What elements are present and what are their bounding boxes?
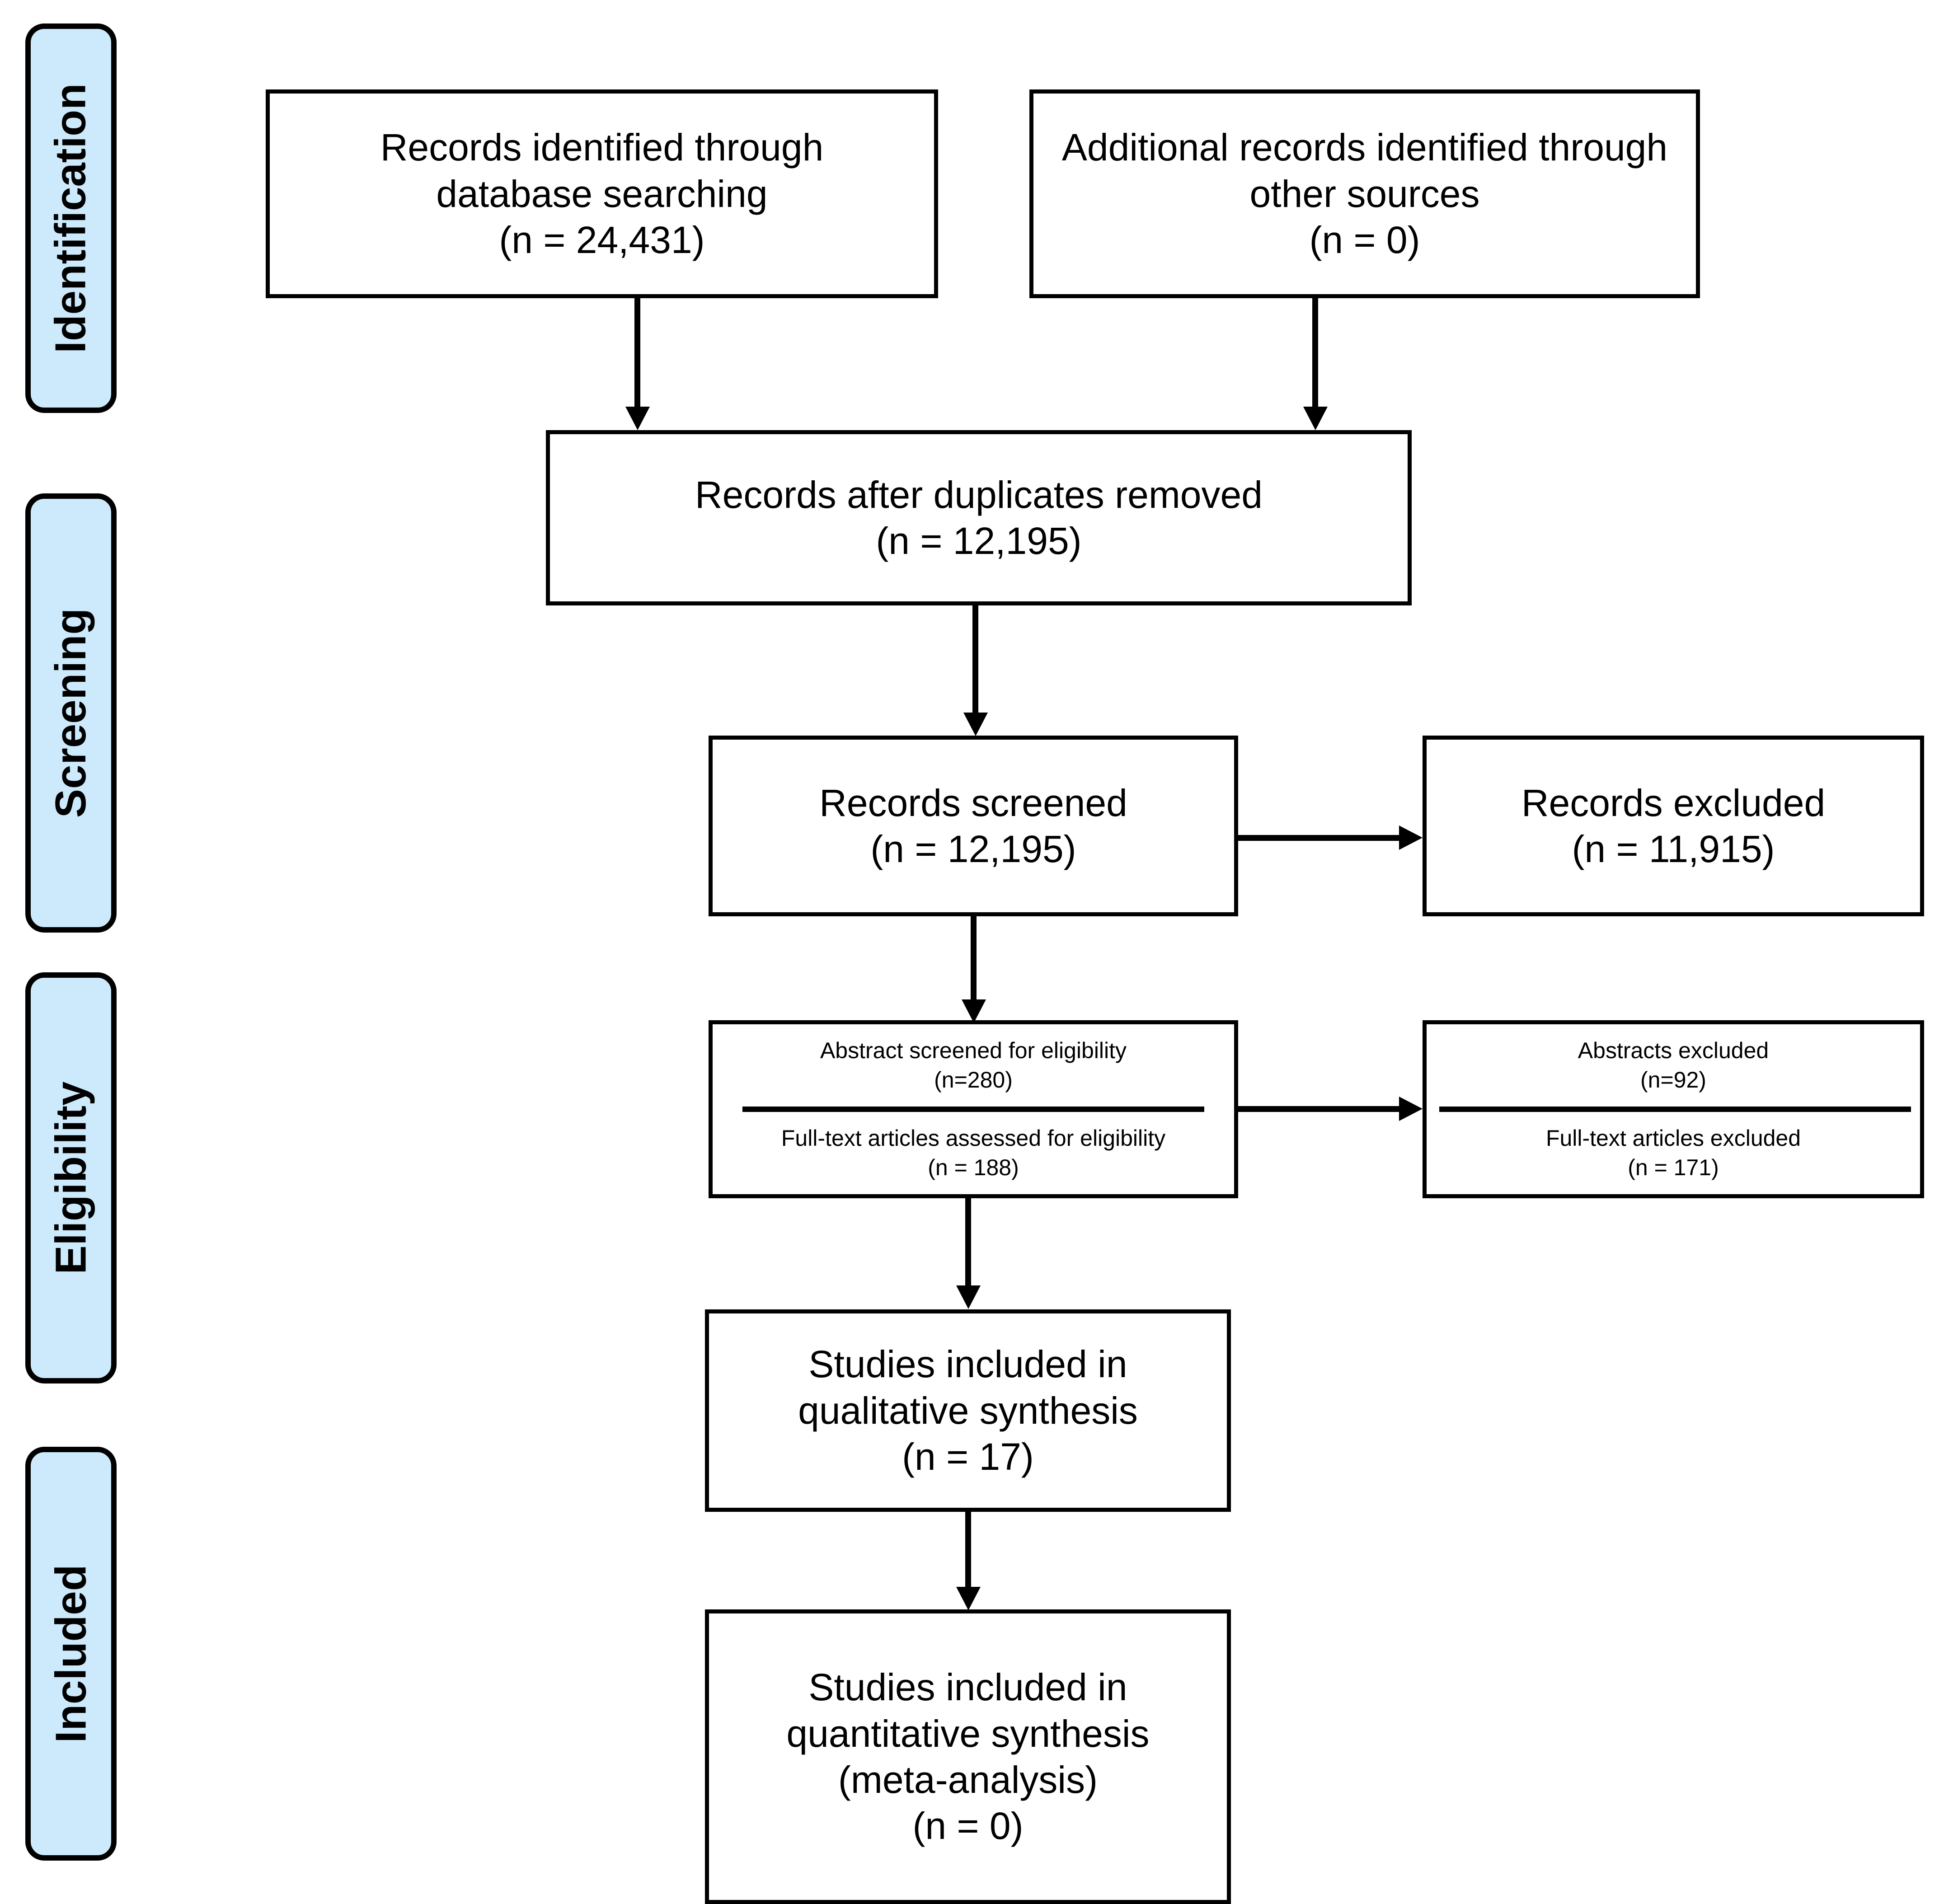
box-line: Abstract screened for eligibility [820, 1037, 1127, 1063]
connector-dedup-to-screened [972, 605, 978, 715]
box-line: (n = 0) [912, 1805, 1024, 1848]
box-line: (n = 24,431) [499, 219, 705, 262]
stage-tab-identification-label: Identification [47, 83, 95, 353]
box-line: (n = 0) [1309, 219, 1420, 262]
arrowhead-screened-to-records-excluded [1399, 825, 1423, 850]
box-line: Studies included in [808, 1666, 1127, 1709]
box-line: Full-text articles assessed for eligibil… [781, 1126, 1166, 1151]
box-line: database searching [436, 172, 768, 215]
stage-tab-eligibility-label: Eligibility [47, 1081, 95, 1275]
box-records-identified-database: Records identified through database sear… [266, 89, 938, 298]
box-studies-quantitative-synthesis: Studies included in quantitative synthes… [705, 1609, 1231, 1904]
box-eligibility-assessed-abstracts: Abstract screened for eligibility (n=280… [713, 1024, 1234, 1107]
arrowhead-other-sources-to-dedup [1303, 407, 1328, 430]
box-records-screened: Records screened (n = 12,195) [709, 736, 1238, 916]
box-line: Records after duplicates removed [695, 473, 1263, 516]
box-studies-qualitative-synthesis: Studies included in qualitative synthesi… [705, 1309, 1231, 1512]
connector-db-search-to-dedup [634, 298, 640, 409]
box-line: Full-text articles excluded [1545, 1126, 1801, 1151]
box-records-after-duplicates-removed: Records after duplicates removed (n = 12… [546, 430, 1412, 605]
connector-eligibility-to-qualitative [965, 1198, 971, 1288]
box-line: Additional records identified through [1061, 126, 1668, 169]
box-additional-records-other-sources: Additional records identified through ot… [1029, 89, 1700, 298]
arrowhead-qualitative-to-quantitative [956, 1587, 981, 1610]
box-line: Abstracts excluded [1578, 1037, 1769, 1063]
box-line: (n = 12,195) [870, 828, 1076, 870]
box-eligibility-assessed: Abstract screened for eligibility (n=280… [709, 1020, 1238, 1198]
arrowhead-eligibility-assessed-to-excluded [1399, 1097, 1423, 1121]
arrowhead-dedup-to-screened [963, 713, 988, 736]
box-eligibility-excluded-fulltext: Full-text articles excluded (n = 171) [1427, 1112, 1920, 1194]
box-line: (n = 188) [928, 1155, 1019, 1181]
box-line: (n=92) [1640, 1067, 1706, 1093]
arrowhead-db-search-to-dedup [625, 407, 650, 430]
stage-tab-screening: Screening [25, 493, 117, 933]
box-line: (n = 11,915) [1572, 828, 1775, 870]
box-eligibility-excluded-abstracts: Abstracts excluded (n=92) [1427, 1024, 1920, 1107]
box-line: Records screened [819, 781, 1127, 824]
connector-screened-to-eligibility [971, 916, 977, 1002]
divider-rule [742, 1106, 1204, 1112]
box-line: (n=280) [934, 1067, 1013, 1093]
divider-rule [1439, 1106, 1911, 1112]
stage-tab-screening-label: Screening [47, 608, 95, 818]
box-line: (n = 17) [902, 1435, 1034, 1478]
connector-other-sources-to-dedup [1312, 298, 1318, 409]
connector-screened-to-records-excluded [1238, 835, 1400, 841]
stage-tab-eligibility: Eligibility [25, 972, 117, 1383]
connector-qualitative-to-quantitative [965, 1512, 971, 1590]
box-eligibility-excluded: Abstracts excluded (n=92) Full-text arti… [1423, 1020, 1924, 1198]
box-line: (meta-analysis) [838, 1759, 1098, 1801]
stage-tab-included: Included [25, 1447, 117, 1861]
box-line: (n = 12,195) [876, 520, 1082, 562]
box-line: Studies included in [808, 1343, 1127, 1386]
box-line: Records excluded [1521, 781, 1826, 824]
stage-tab-included-label: Included [47, 1564, 95, 1743]
box-line: qualitative synthesis [798, 1389, 1138, 1432]
box-line: Records identified through [380, 126, 824, 169]
box-records-excluded: Records excluded (n = 11,915) [1423, 736, 1924, 916]
connector-eligibility-assessed-to-excluded [1238, 1106, 1400, 1112]
box-line: quantitative synthesis [786, 1712, 1150, 1755]
box-line: other sources [1249, 172, 1480, 215]
box-eligibility-assessed-fulltext: Full-text articles assessed for eligibil… [713, 1112, 1234, 1194]
stage-tab-identification: Identification [25, 23, 117, 413]
arrowhead-screened-to-eligibility [962, 999, 986, 1023]
box-line: (n = 171) [1628, 1155, 1719, 1181]
arrowhead-eligibility-to-qualitative [956, 1285, 981, 1309]
